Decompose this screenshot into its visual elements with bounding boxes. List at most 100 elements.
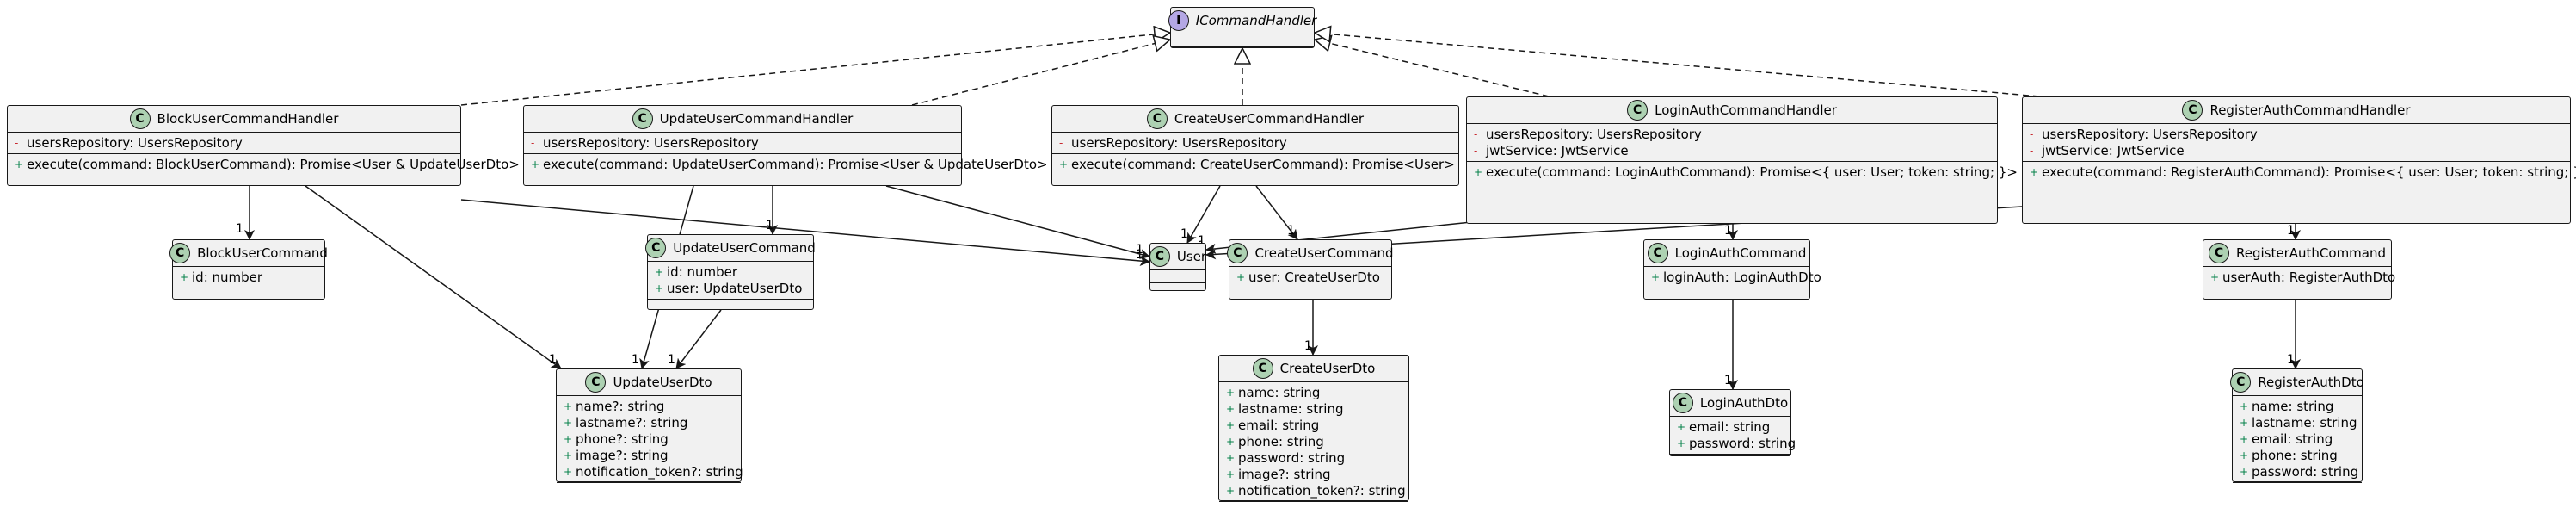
class-badge-icon: C xyxy=(632,108,653,129)
field-text: lastname: string xyxy=(2252,414,2357,430)
class-badge-icon: C xyxy=(2209,243,2229,263)
field-row: +image?: string xyxy=(1226,466,1402,482)
class-box-update-handler: C UpdateUserCommandHandler -usersRepositor… xyxy=(523,105,1048,186)
class-name: CreateUserCommandHandler xyxy=(1174,111,1365,127)
field-text: password: string xyxy=(1689,435,1796,451)
fields-section: +name: string+lastname: string+email: st… xyxy=(1219,381,1408,501)
class-name: RegisterAuthDto xyxy=(2258,375,2364,390)
fields-section: +userAuth: RegisterAuthDto xyxy=(2203,266,2395,288)
field-row: -usersRepository: UsersRepository xyxy=(2030,126,2563,142)
class-header: C CreateUserCommandHandler xyxy=(1052,106,1458,132)
field-text: email: string xyxy=(1238,417,1320,433)
public-marker-icon: + xyxy=(2030,165,2039,178)
field-text: userAuth: RegisterAuthDto xyxy=(2222,269,2396,285)
methods-section xyxy=(648,299,813,312)
fields-section: +id: number xyxy=(173,266,324,288)
field-row: +email: string xyxy=(1226,417,1402,433)
methods-section xyxy=(1150,282,1205,295)
class-badge-icon: C xyxy=(1146,108,1168,129)
class-name: LoginAuthDto xyxy=(1699,395,1789,411)
fields-section xyxy=(1171,34,1314,46)
field-text: email: string xyxy=(1689,418,1771,435)
methods-section xyxy=(1219,501,1408,514)
assoc-update-handler-update-dto-cardinality: 1 xyxy=(632,353,639,367)
field-row: +notification_token?: string xyxy=(564,463,743,480)
method-text: execute(command: UpdateUserCommand): Pro… xyxy=(543,156,1048,172)
class-badge-icon: C xyxy=(1672,393,1693,413)
field-row: -usersRepository: UsersRepository xyxy=(1474,126,1990,142)
field-text: id: number xyxy=(667,263,738,280)
public-marker-icon: + xyxy=(1677,437,1686,449)
fields-section: -usersRepository: UsersRepository xyxy=(1052,132,1458,153)
method-row: +execute(command: LoginAuthCommand): Pro… xyxy=(1474,164,2018,180)
public-marker-icon: + xyxy=(655,282,664,294)
methods-section: +execute(command: RegisterAuthCommand): … xyxy=(2023,161,2576,183)
field-row: +notification_token?: string xyxy=(1226,482,1406,499)
class-name: ICommandHandler xyxy=(1195,13,1317,28)
field-text: name?: string xyxy=(576,398,665,414)
field-text: name: string xyxy=(2252,398,2334,414)
class-badge-icon: C xyxy=(645,238,667,258)
methods-section xyxy=(1670,454,1790,467)
fields-section: +loginAuth: LoginAuthDto xyxy=(1644,266,1821,288)
class-name: BlockUserCommandHandler xyxy=(157,111,339,127)
field-text: jwtService: JwtService xyxy=(2042,142,2185,158)
field-text: image?: string xyxy=(1238,466,1331,482)
class-name: BlockUserCommand xyxy=(197,245,328,261)
realization-edge-block xyxy=(460,33,1170,106)
field-text: usersRepository: UsersRepository xyxy=(27,134,243,151)
field-row: -usersRepository: UsersRepository xyxy=(531,134,954,151)
interface-badge-icon: I xyxy=(1168,10,1189,31)
assoc-register-handler-register-command-cardinality: 1 xyxy=(2287,224,2295,238)
assoc-update-handler-user-cardinality: 1 xyxy=(1136,243,1143,257)
methods-section: +execute(command: BlockUserCommand): Pro… xyxy=(8,153,520,175)
fields-section: +name?: string+lastname?: string+phone?:… xyxy=(557,395,743,482)
class-name: CreateUserCommand xyxy=(1254,245,1394,261)
assoc-block-handler-update-dto xyxy=(305,185,562,369)
fields-section: +id: number+user: UpdateUserDto xyxy=(648,261,813,299)
method-row: +execute(command: CreateUserCommand): Pr… xyxy=(1059,156,1455,172)
public-marker-icon: + xyxy=(1226,402,1236,415)
class-name: RegisterAuthCommandHandler xyxy=(2209,102,2411,118)
field-row: -jwtService: JwtService xyxy=(1474,142,1990,158)
fields-section: -usersRepository: UsersRepository xyxy=(524,132,961,153)
public-marker-icon: + xyxy=(2240,399,2249,412)
field-text: notification_token?: string xyxy=(576,463,743,480)
methods-section xyxy=(557,482,741,495)
field-text: phone: string xyxy=(1238,433,1324,449)
public-marker-icon: + xyxy=(1226,451,1236,464)
field-text: password: string xyxy=(1238,449,1346,466)
field-text: id: number xyxy=(192,269,263,285)
methods-section: +execute(command: UpdateUserCommand): Pr… xyxy=(524,153,1048,175)
field-row: +user: CreateUserDto xyxy=(1236,269,1384,285)
methods-section xyxy=(173,288,324,300)
assoc-block-handler-user xyxy=(460,199,1150,266)
field-text: phone: string xyxy=(2252,447,2338,463)
class-diagram: 1111111111111111 IICommandHandlerCBlockU… xyxy=(7,7,2576,502)
field-row: +lastname?: string xyxy=(564,414,734,430)
field-text: notification_token?: string xyxy=(1238,482,1406,499)
fields-section: +user: CreateUserDto xyxy=(1229,266,1391,288)
field-text: usersRepository: UsersRepository xyxy=(2042,126,2258,142)
methods-section: +execute(command: CreateUserCommand): Pr… xyxy=(1052,153,1458,175)
assoc-create-handler-user xyxy=(1186,185,1221,244)
class-header: C LoginAuthDto xyxy=(1670,390,1790,416)
class-name: UpdateUserCommandHandler xyxy=(659,111,854,127)
fields-section xyxy=(1150,269,1205,282)
method-text: execute(command: CreateUserCommand): Pro… xyxy=(1071,156,1455,172)
assoc-update-command-update-dto xyxy=(675,309,722,369)
field-text: phone?: string xyxy=(576,430,669,447)
field-row: +userAuth: RegisterAuthDto xyxy=(2210,269,2395,285)
